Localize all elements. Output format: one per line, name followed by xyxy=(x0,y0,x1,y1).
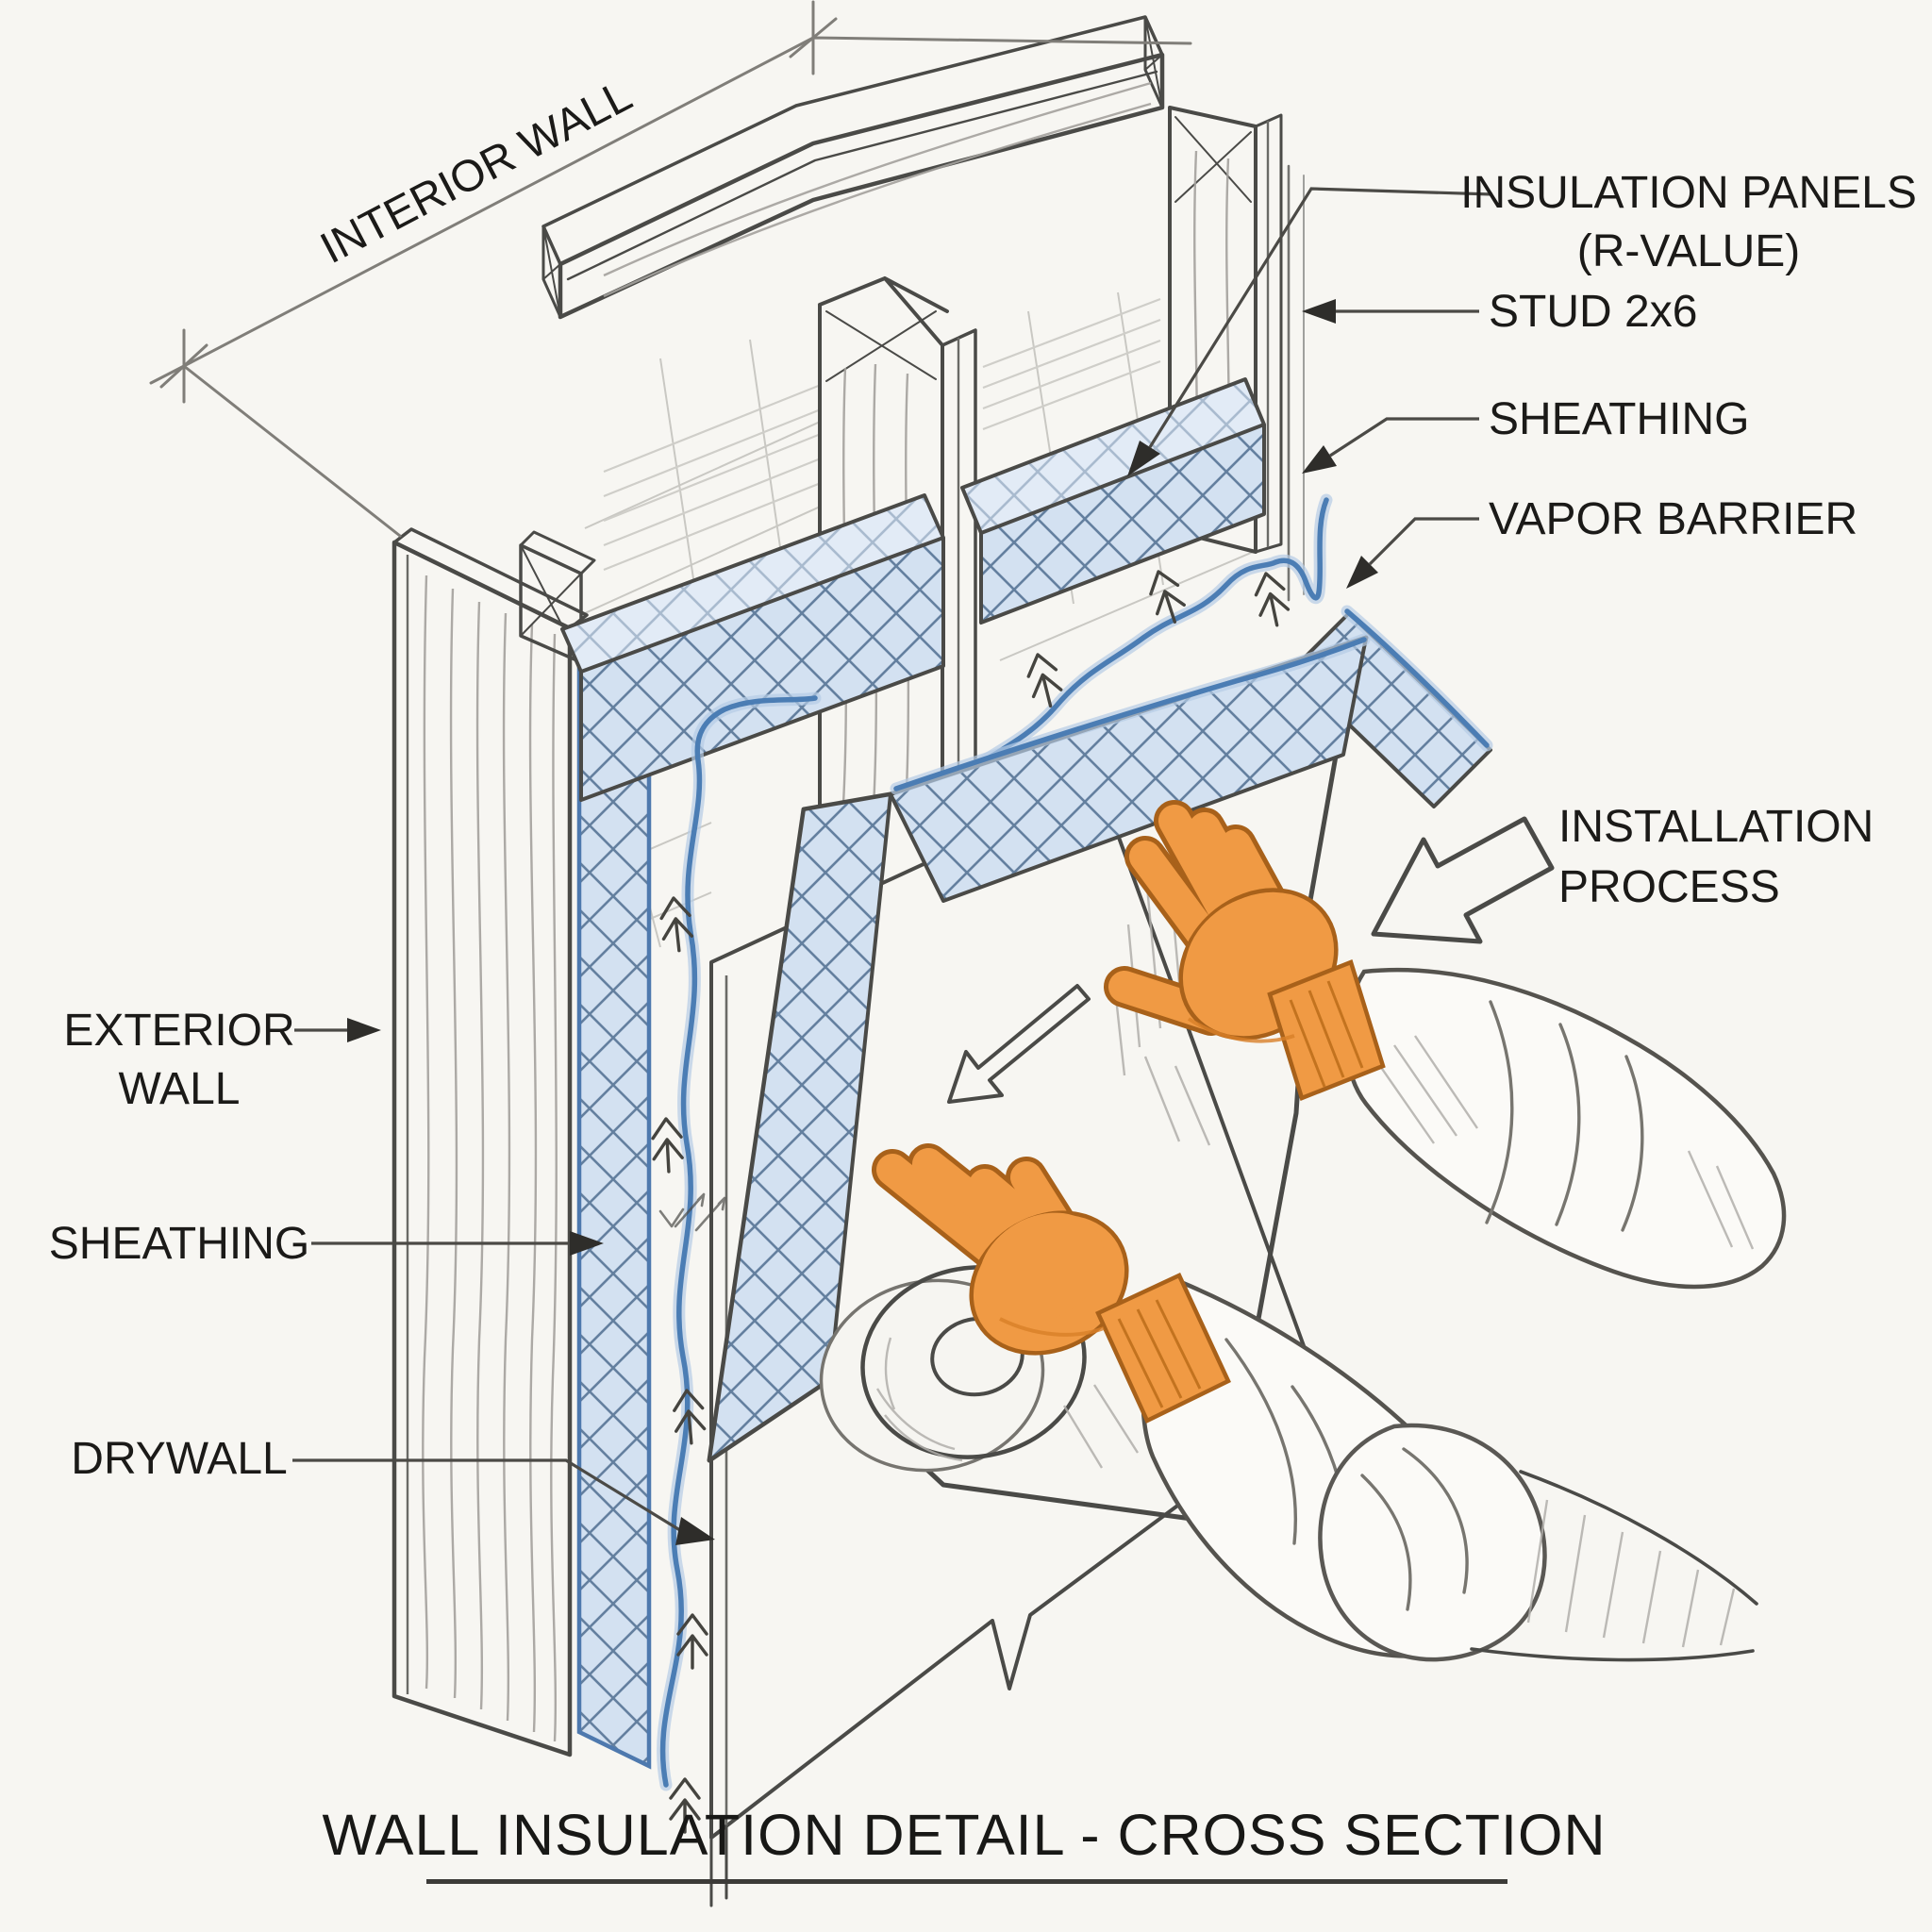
top-plate xyxy=(541,15,1165,320)
installation-block-arrow xyxy=(1371,816,1555,944)
vapor-barrier-label: VAPOR BARRIER xyxy=(1489,494,1857,544)
diagram-title: WALL INSULATION DETAIL - CROSS SECTION xyxy=(323,1803,1607,1867)
lower-glove xyxy=(872,1143,1231,1424)
exterior-wall-label-1: EXTERIOR xyxy=(63,1006,294,1056)
callout-installation: INSTALLATION PROCESS xyxy=(1558,802,1874,912)
push-direction-arrow xyxy=(947,984,1091,1104)
drywall-label: DRYWALL xyxy=(71,1434,287,1484)
title-underline xyxy=(426,1879,1507,1884)
exterior-wall-label-2: WALL xyxy=(119,1064,241,1114)
callout-sheathing-left: SHEATHING xyxy=(49,1219,604,1269)
upper-arm-hand xyxy=(1104,800,1787,1290)
title-block: WALL INSULATION DETAIL - CROSS SECTION xyxy=(323,1803,1607,1884)
callout-exterior-wall: EXTERIOR WALL xyxy=(63,1006,381,1114)
installation-label-2: PROCESS xyxy=(1558,862,1780,912)
exterior-wall-board xyxy=(391,527,589,1757)
sheathing-left-label: SHEATHING xyxy=(49,1219,309,1269)
callout-stud: STUD 2x6 xyxy=(1302,287,1697,337)
installation-label-1: INSTALLATION xyxy=(1558,802,1874,852)
sheathing-strip xyxy=(576,657,652,1770)
vapor-barrier-main xyxy=(650,565,1293,1834)
sheathing-right-label: SHEATHING xyxy=(1489,394,1749,444)
stud-label: STUD 2x6 xyxy=(1489,287,1697,337)
upper-glove xyxy=(1104,800,1386,1101)
insulation-panels-label-1: INSULATION PANELS xyxy=(1460,168,1917,218)
callout-drywall: DRYWALL xyxy=(71,1434,715,1545)
sketch-marks xyxy=(658,1192,726,1232)
lower-rolled-cuff xyxy=(1318,1423,1547,1662)
insulation-band-right xyxy=(960,377,1266,625)
callout-vapor-barrier: VAPOR BARRIER xyxy=(1346,494,1857,589)
lower-arm-hand xyxy=(872,1143,1758,1662)
insulation-panels-label-2: (R-VALUE) xyxy=(1577,226,1800,276)
insulated-panel xyxy=(707,633,1371,1524)
callout-sheathing-right: SHEATHING xyxy=(1302,394,1749,474)
vapor-barrier-upper xyxy=(969,493,1333,773)
bay-streaks xyxy=(603,297,1161,572)
upper-sleeve xyxy=(1343,967,1787,1290)
callout-insulation-panels: INSULATION PANELS (R-VALUE) xyxy=(1127,168,1917,476)
insulation-band-left xyxy=(560,493,945,802)
